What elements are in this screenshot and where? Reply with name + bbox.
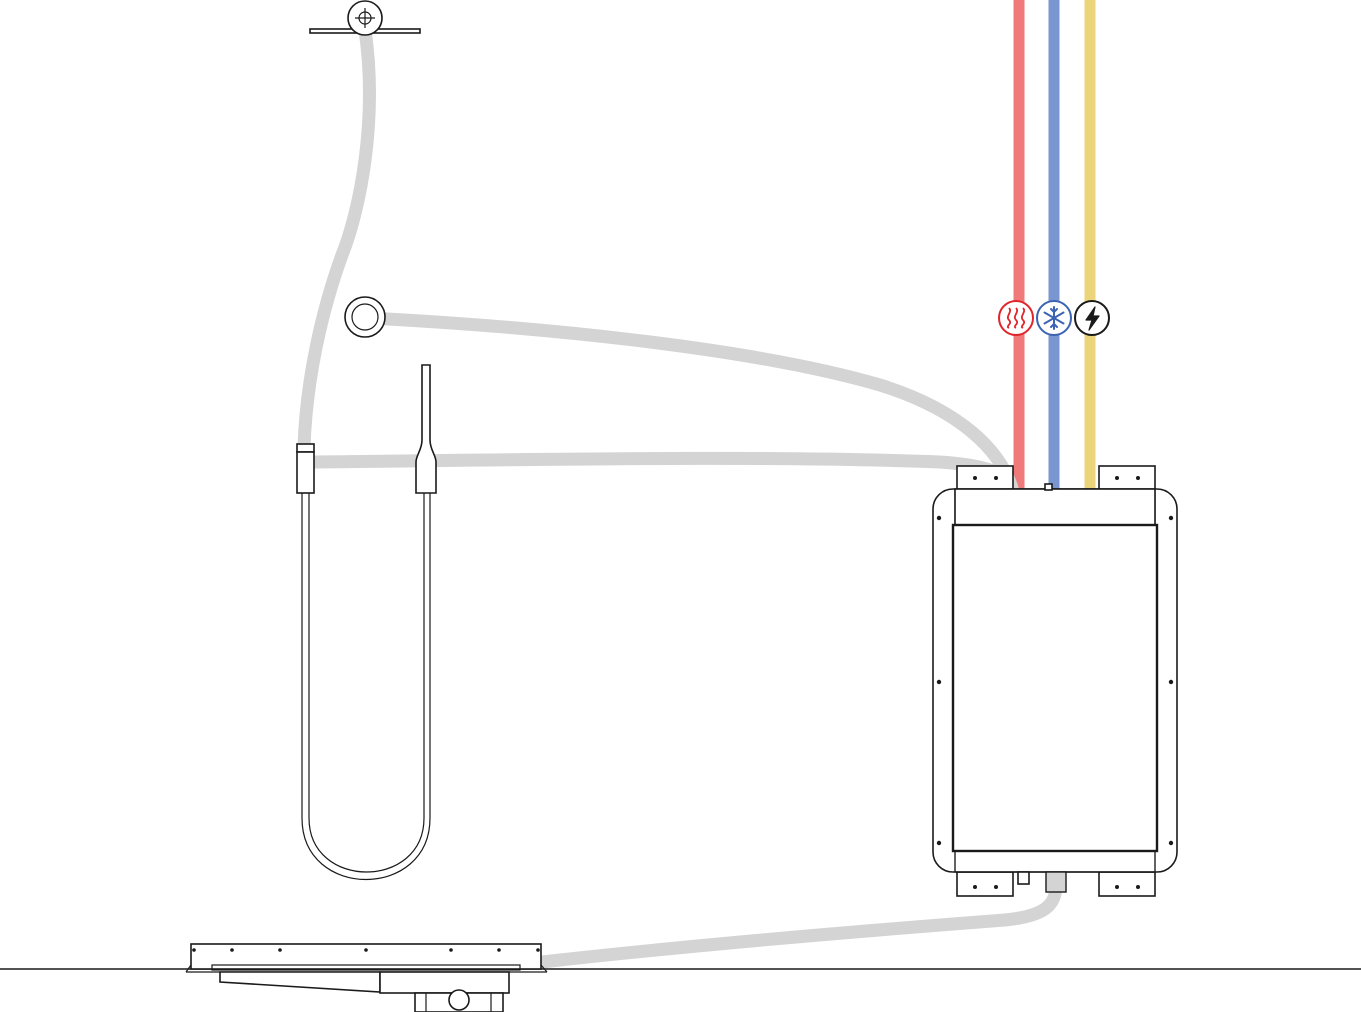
screw: [449, 948, 453, 952]
drain-trap: [379, 971, 510, 994]
hand-shower-connector: [296, 443, 315, 494]
drain-outlet-pipe: [448, 989, 470, 1011]
hand-shower-pipe: [303, 451, 1017, 495]
screw: [936, 840, 942, 846]
screw: [1136, 885, 1140, 889]
screw: [994, 476, 998, 480]
top-left-mount-tab: [956, 465, 1014, 491]
hand-shower: [415, 364, 437, 494]
control-unit-bottom-port-small: [1017, 871, 1030, 885]
supply-lines: [1013, 0, 1096, 490]
drain-cover-lip-right: [540, 964, 548, 973]
wall-outlet-pipe: [363, 311, 1019, 495]
connector-cap: [296, 443, 315, 453]
screw: [192, 948, 196, 952]
top-right-mount-tab: [1098, 465, 1156, 491]
hand-shower-handle: [415, 364, 437, 494]
drain-body: [219, 971, 381, 993]
bottom-right-mount-tab: [1098, 871, 1156, 897]
screw: [230, 948, 234, 952]
screw: [536, 948, 540, 952]
screw: [1136, 476, 1140, 480]
bottom-left-mount-tab: [956, 871, 1014, 897]
hand-shower-hose: [301, 493, 431, 881]
drain-pipe: [535, 878, 1063, 969]
wall-outlet-ring: [344, 296, 386, 338]
screw: [1168, 679, 1174, 685]
control-unit-top-port: [1044, 483, 1053, 491]
screw: [994, 885, 998, 889]
control-unit: [932, 465, 1178, 897]
screw: [936, 679, 942, 685]
snowflake-icon: [1036, 300, 1072, 336]
lightning-bolt-icon: [1074, 300, 1110, 336]
control-unit-drain-port: [1045, 871, 1067, 893]
screw: [1168, 840, 1174, 846]
screw: [1168, 515, 1174, 521]
drain-grate: [211, 964, 521, 971]
screw: [1115, 476, 1119, 480]
hose-outer: [301, 493, 431, 881]
control-unit-top-band: [954, 488, 1156, 526]
screw: [936, 515, 942, 521]
rain-shower-head: [309, 0, 421, 36]
connector-body: [296, 451, 315, 494]
screw: [278, 948, 282, 952]
wall-outlet: [344, 296, 386, 338]
screw: [973, 885, 977, 889]
control-unit-front-panel: [951, 523, 1159, 853]
drain-cover-lip-left: [185, 964, 192, 973]
floor-drain: [185, 943, 548, 1012]
screw: [973, 476, 977, 480]
screw: [1115, 885, 1119, 889]
wall-outlet-inner: [351, 303, 379, 331]
hose-inner: [308, 493, 425, 873]
heat-waves-icon: [998, 300, 1034, 336]
screw: [497, 948, 501, 952]
overhead-shower-pipe: [297, 23, 376, 455]
screw: [364, 948, 368, 952]
